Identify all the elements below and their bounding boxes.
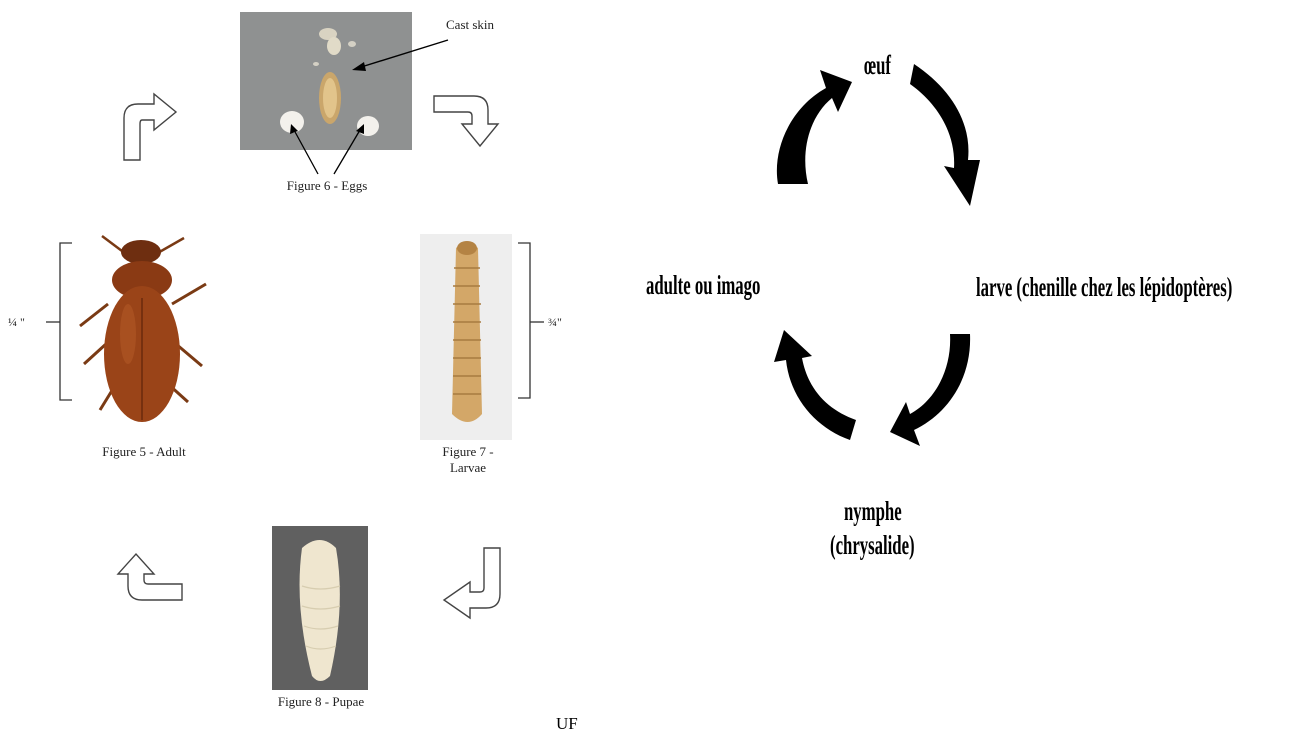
arrow-larve-to-nymphe-icon xyxy=(890,334,970,446)
nymphe-label: nymphe xyxy=(844,498,902,525)
chrysalide-label: (chrysalide) xyxy=(830,532,915,559)
larve-label: larve (chenille chez les lépidoptères) xyxy=(976,274,1305,301)
arrow-oeuf-to-larve-icon xyxy=(910,64,980,206)
arrow-nymphe-to-adult-icon xyxy=(774,330,856,440)
adulte-label: adulte ou imago xyxy=(646,272,760,299)
arrow-adult-to-oeuf-icon xyxy=(777,70,852,184)
oeuf-label: œuf xyxy=(864,52,891,79)
